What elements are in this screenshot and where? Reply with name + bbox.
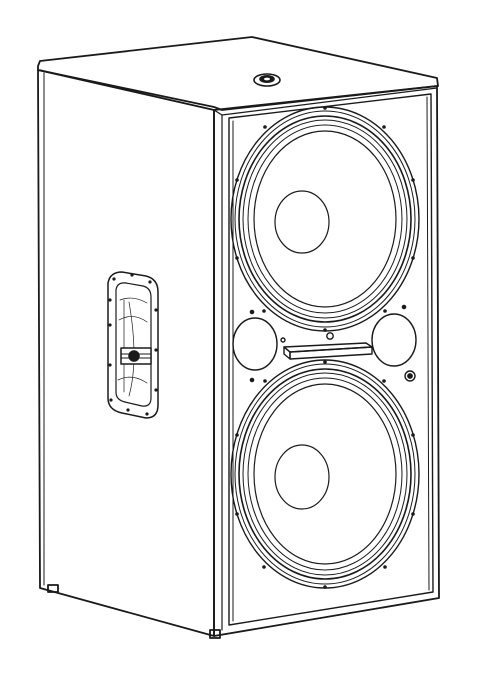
lower-woofer-cone [253,383,397,565]
input-connector [404,370,416,382]
lower-woofer-screws [235,360,415,589]
middle-section [232,304,417,383]
front-handle-bar-face [283,346,291,360]
side-handle-recess [115,282,152,407]
cabinet-foot-left [47,584,59,593]
side-handle-shading [117,297,148,397]
mid-screw-a [326,332,334,340]
lower-woofer-surround [238,368,412,580]
upper-woofer-frame [230,106,420,332]
side-handle-knob [128,350,140,362]
pole-mount-socket [253,73,281,87]
cabinet-front-face [213,85,440,637]
lower-woofer [230,359,420,589]
upper-woofer-surround [238,115,412,323]
cabinet-body [37,36,440,639]
mid-screw-e [401,304,407,310]
lower-woofer-frame [230,359,420,589]
upper-woofer-dust-cap [274,190,330,254]
cabinet-top-face [37,36,439,111]
side-handle [107,271,159,419]
upper-woofer [230,106,420,332]
cabinet-foot-right [209,629,221,639]
mid-screw-c [249,309,255,315]
mid-screw-b [280,337,286,343]
lower-woofer-dust-cap [274,444,330,510]
mid-screw-d [249,377,255,383]
cabinet-bottom-edge [39,587,440,637]
front-grille-frame [228,93,434,626]
upper-woofer-cone [253,130,397,308]
upper-woofer-screws [235,106,415,332]
side-handle-plate [107,271,159,419]
side-handle-screws [108,273,158,416]
